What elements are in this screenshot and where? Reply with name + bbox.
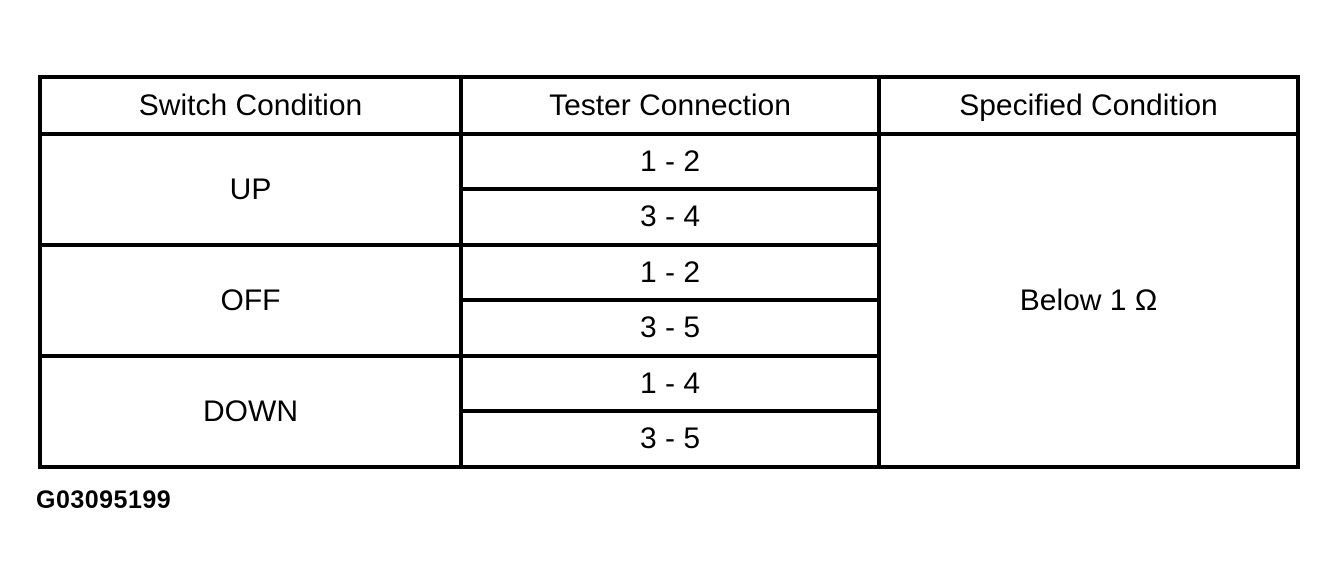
specified-condition-cell: Below 1 Ω [877,132,1300,469]
table-row: 3 - 5 [40,298,1298,358]
table-header-row: Switch Condition Tester Connection Speci… [38,75,1300,136]
tester-connection-cell: 3 - 5 [459,298,881,358]
switch-condition-cell-down: DOWN [38,354,463,469]
figure-id: G03095199 [36,486,172,514]
switch-condition-cell-off: OFF [38,243,463,358]
column-header-tester-connection: Tester Connection [459,75,881,136]
tester-connection-cell: 3 - 4 [459,187,881,247]
tester-connection-cell: 3 - 5 [459,409,881,469]
switch-condition-cell-up: UP [38,132,463,247]
tester-connection-cell: 1 - 2 [459,243,881,302]
column-header-specified-condition: Specified Condition [877,75,1300,136]
tester-connection-cell: 1 - 2 [459,132,881,191]
table-row: OFF 1 - 2 [38,243,1298,358]
table-row: 3 - 4 [40,187,1298,247]
table-row: DOWN 1 - 4 [38,354,1298,469]
column-header-switch-condition: Switch Condition [38,75,463,136]
switch-inspection-table: Switch Condition Tester Connection Speci… [38,75,1300,469]
table-row: UP 1 - 2 Below 1 Ω [38,132,1300,469]
table-row: 3 - 5 [40,409,1298,469]
tester-connection-cell: 1 - 4 [459,354,881,413]
